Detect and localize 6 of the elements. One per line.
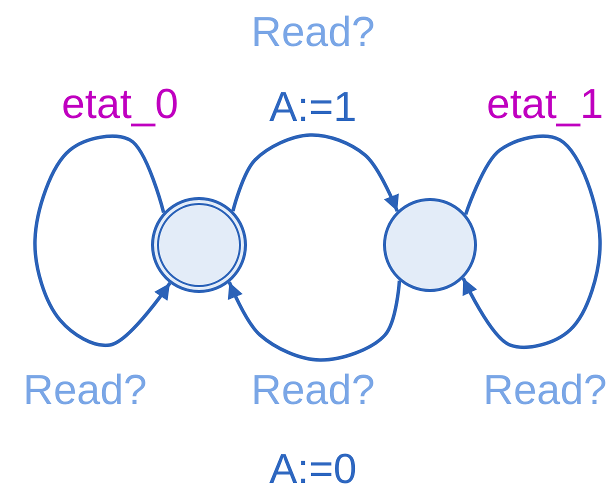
transition-arrow	[462, 134, 602, 349]
transition-arrow	[33, 134, 172, 347]
state-name: etat_0	[62, 82, 178, 126]
transition-arrow	[231, 133, 399, 212]
transition-arrow	[228, 280, 402, 362]
state-name: etat_1	[486, 82, 604, 126]
